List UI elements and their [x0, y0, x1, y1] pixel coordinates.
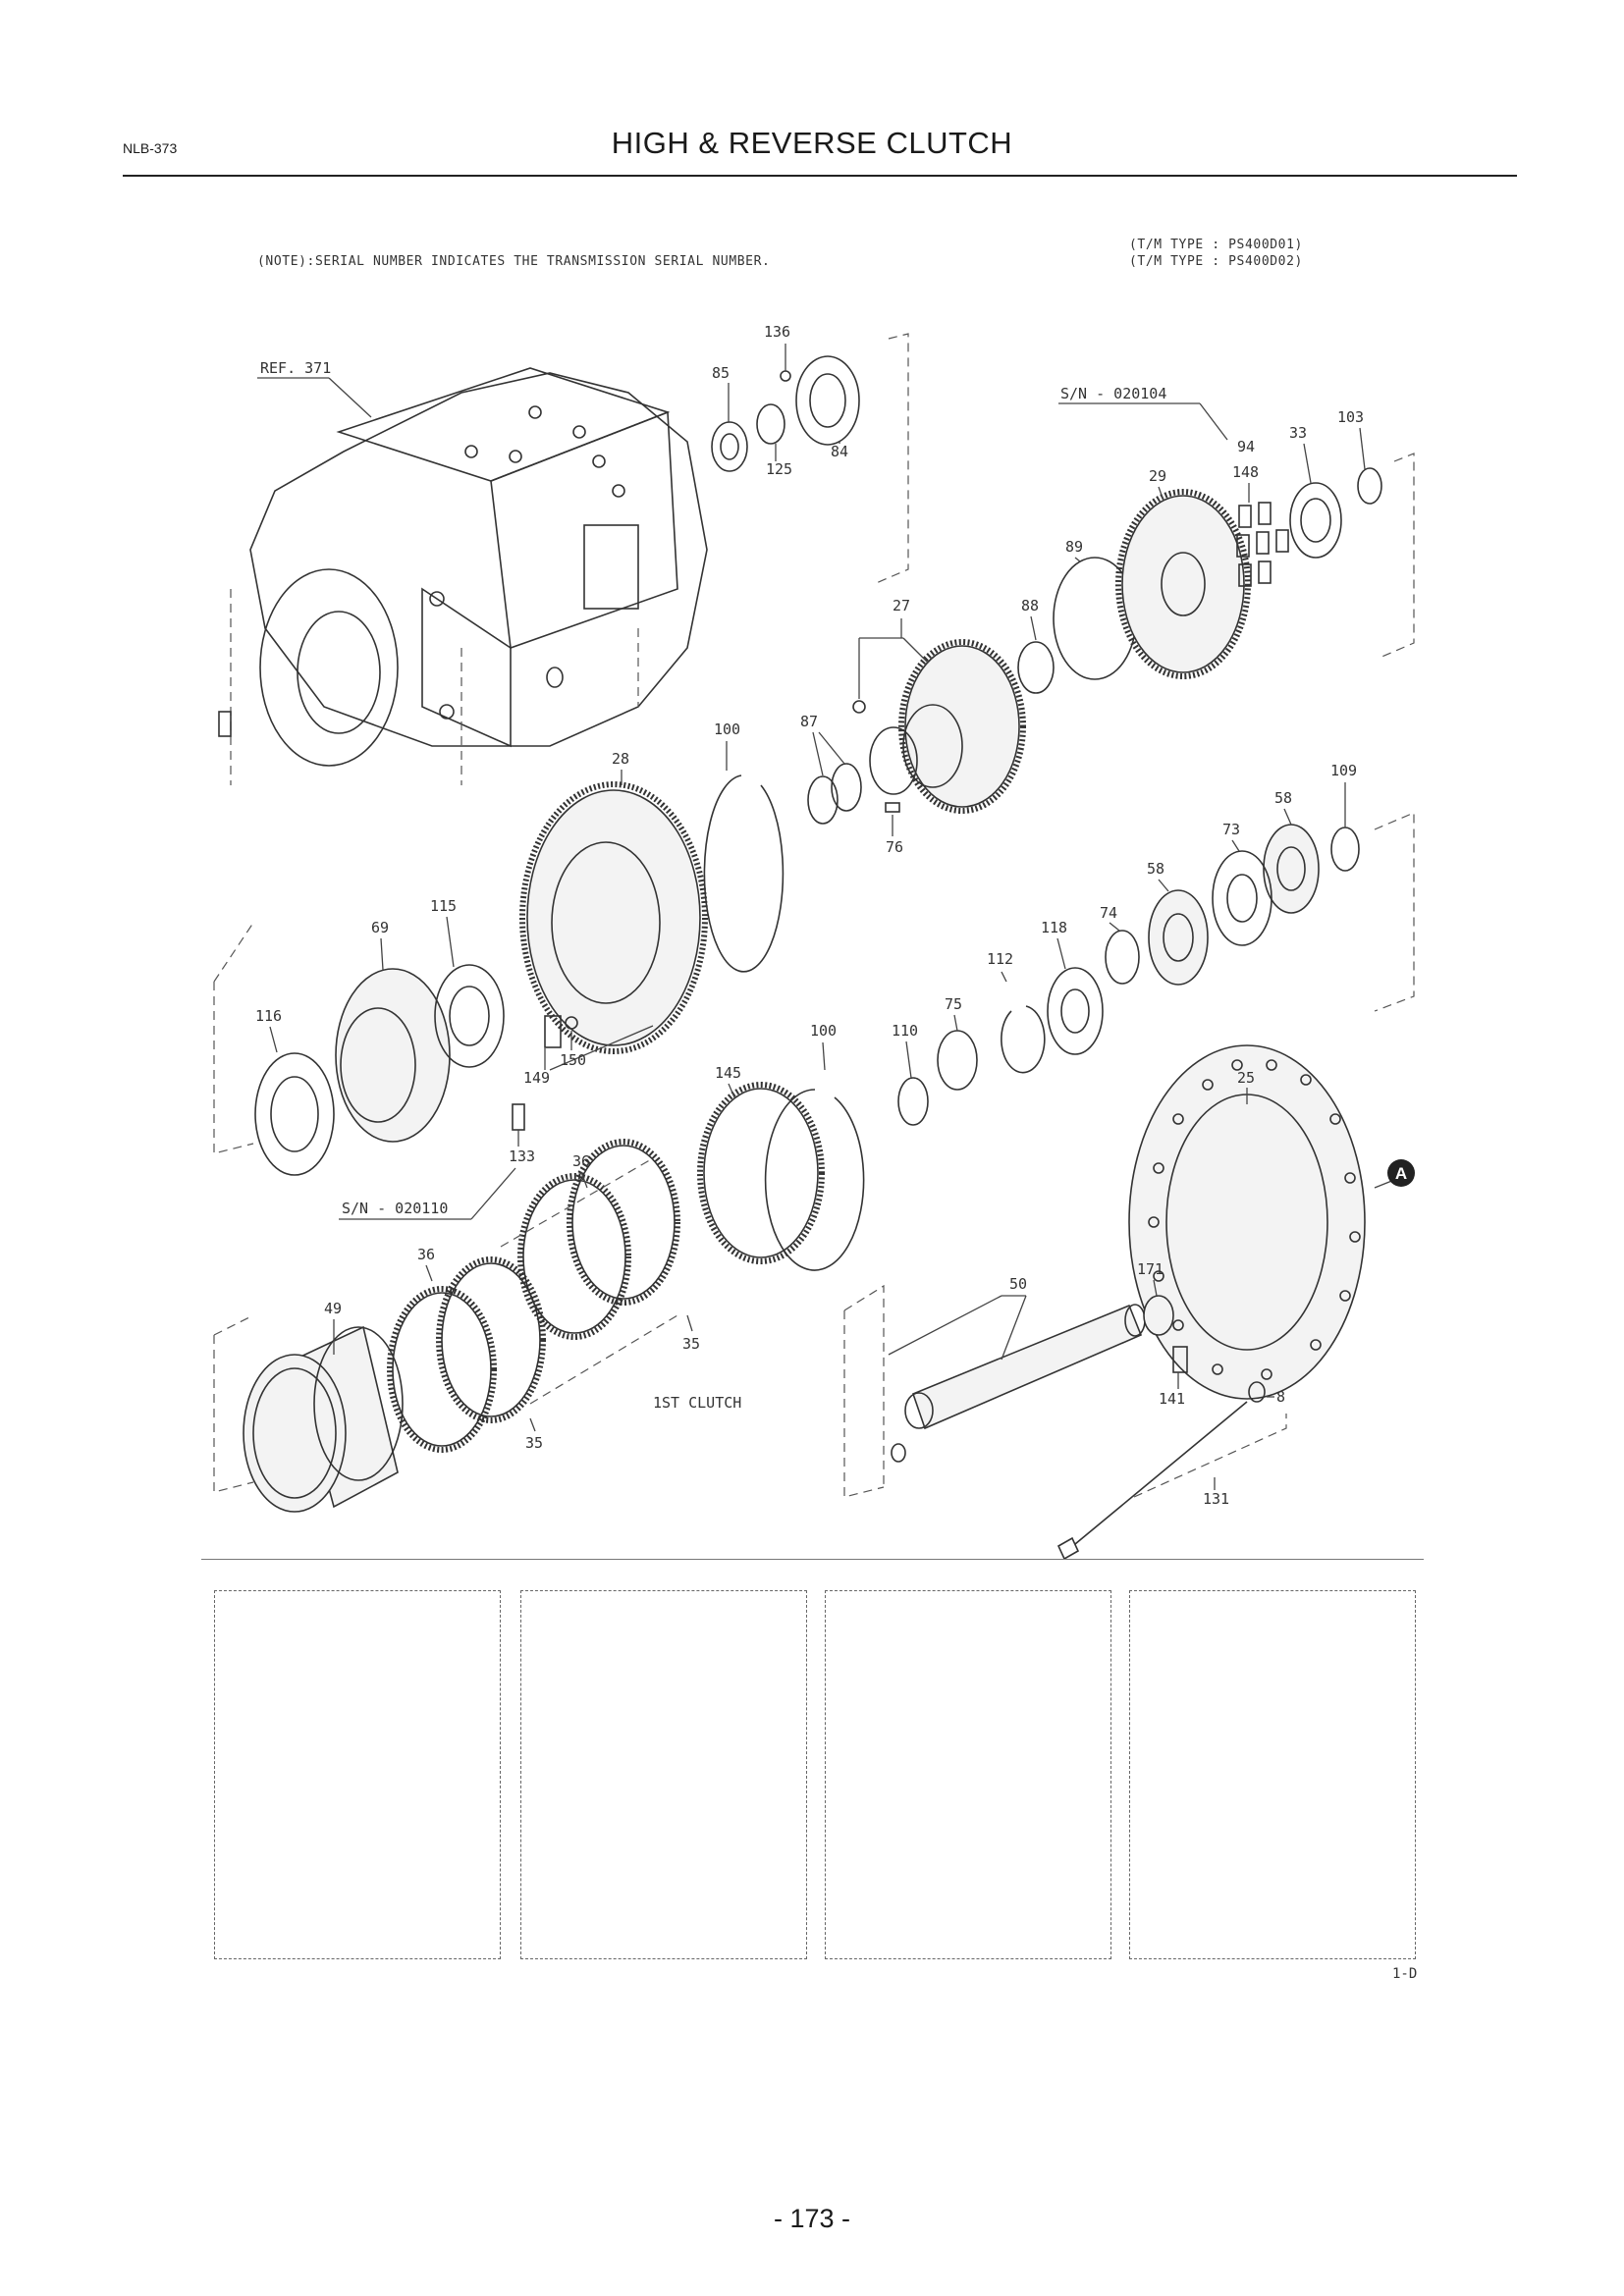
first-clutch-label: 1ST CLUTCH — [653, 1394, 741, 1412]
snap-ring-group-upper — [703, 763, 862, 973]
blank-box-3 — [825, 1590, 1111, 1959]
upper-seal-group — [711, 333, 909, 585]
callout-141: 141 — [1159, 1390, 1185, 1408]
page-number: - 173 - — [773, 2204, 851, 2233]
section-marker-label: A — [1395, 1164, 1407, 1183]
page-code: NLB-373 — [123, 140, 178, 156]
callout-69: 69 — [371, 919, 389, 936]
callout-125: 125 — [766, 460, 792, 478]
callout-73: 73 — [1222, 821, 1240, 838]
ref-371-label: REF. 371 — [260, 359, 331, 377]
sn-top-label: S/N - 020104 — [1060, 385, 1166, 402]
bearing-row — [897, 812, 1415, 1126]
callout-118: 118 — [1041, 919, 1067, 936]
page-title: HIGH & REVERSE CLUTCH — [611, 126, 1013, 160]
callouts: 136 85 125 84 S/N - 020104 103 33 94 148… — [255, 323, 1366, 1508]
callout-100-lower: 100 — [810, 1022, 837, 1040]
sn-bottom-label: S/N - 020110 — [342, 1200, 448, 1217]
callout-33: 33 — [1289, 424, 1307, 442]
callout-89: 89 — [1065, 538, 1083, 556]
callout-35-bottom: 35 — [525, 1434, 543, 1452]
output-shaft-group — [843, 1284, 1287, 1561]
plate-group-lower — [697, 1082, 865, 1271]
callout-8: 8 — [1276, 1388, 1285, 1406]
callout-27: 27 — [893, 597, 910, 614]
ref-label: REF. 371 — [257, 359, 372, 418]
callout-36-upper: 36 — [572, 1152, 590, 1170]
callout-88: 88 — [1021, 597, 1039, 614]
callout-85: 85 — [712, 364, 730, 382]
callout-150: 150 — [560, 1051, 586, 1069]
callout-149: 149 — [523, 1069, 550, 1087]
callout-58-lower: 58 — [1147, 860, 1164, 878]
clutch-hub-group — [213, 922, 654, 1176]
callout-58-upper: 58 — [1274, 789, 1292, 807]
serial-note: (NOTE):SERIAL NUMBER INDICATES THE TRANS… — [257, 254, 771, 269]
callout-76: 76 — [886, 838, 903, 856]
callout-171: 171 — [1137, 1260, 1164, 1278]
ring-gear — [1128, 1044, 1400, 1400]
callout-35-right: 35 — [682, 1335, 700, 1353]
callout-110: 110 — [892, 1022, 918, 1040]
blank-box-4 — [1129, 1590, 1416, 1959]
transmission-housing — [218, 367, 708, 785]
callout-74: 74 — [1100, 904, 1117, 922]
callout-87: 87 — [800, 713, 818, 730]
callout-75: 75 — [945, 995, 962, 1013]
callout-136: 136 — [764, 323, 790, 341]
callout-28: 28 — [612, 750, 629, 768]
section-marker-A: A — [1387, 1159, 1415, 1187]
callout-109: 109 — [1330, 762, 1357, 779]
callout-94: 94 — [1237, 438, 1255, 455]
clutch-drum-gear — [519, 781, 708, 1054]
tm-type-1: (T/M TYPE : PS400D01) — [1129, 238, 1303, 252]
tm-type-2: (T/M TYPE : PS400D02) — [1129, 254, 1303, 269]
callout-49: 49 — [324, 1300, 342, 1317]
first-clutch-pack — [213, 1139, 680, 1513]
blank-box-2 — [520, 1590, 807, 1959]
callout-145: 145 — [715, 1064, 741, 1082]
callout-103: 103 — [1337, 408, 1364, 426]
callout-131: 131 — [1203, 1490, 1229, 1508]
callout-148: 148 — [1232, 463, 1259, 481]
title-rule — [123, 175, 1517, 177]
reverse-gear-group — [852, 453, 1415, 814]
callout-115: 115 — [430, 897, 457, 915]
section-divider — [201, 1559, 1424, 1560]
callout-112: 112 — [987, 950, 1013, 968]
blank-box-1 — [214, 1590, 501, 1959]
callout-29: 29 — [1149, 467, 1166, 485]
callout-133: 133 — [509, 1148, 535, 1165]
callout-116: 116 — [255, 1007, 282, 1025]
sheet-code: 1-D — [1392, 1966, 1418, 1982]
callout-36-lower: 36 — [417, 1246, 435, 1263]
callout-25: 25 — [1237, 1069, 1255, 1087]
spring-cluster — [1236, 502, 1289, 587]
callout-84: 84 — [831, 443, 848, 460]
callout-50: 50 — [1009, 1275, 1027, 1293]
callout-100-upper: 100 — [714, 721, 740, 738]
